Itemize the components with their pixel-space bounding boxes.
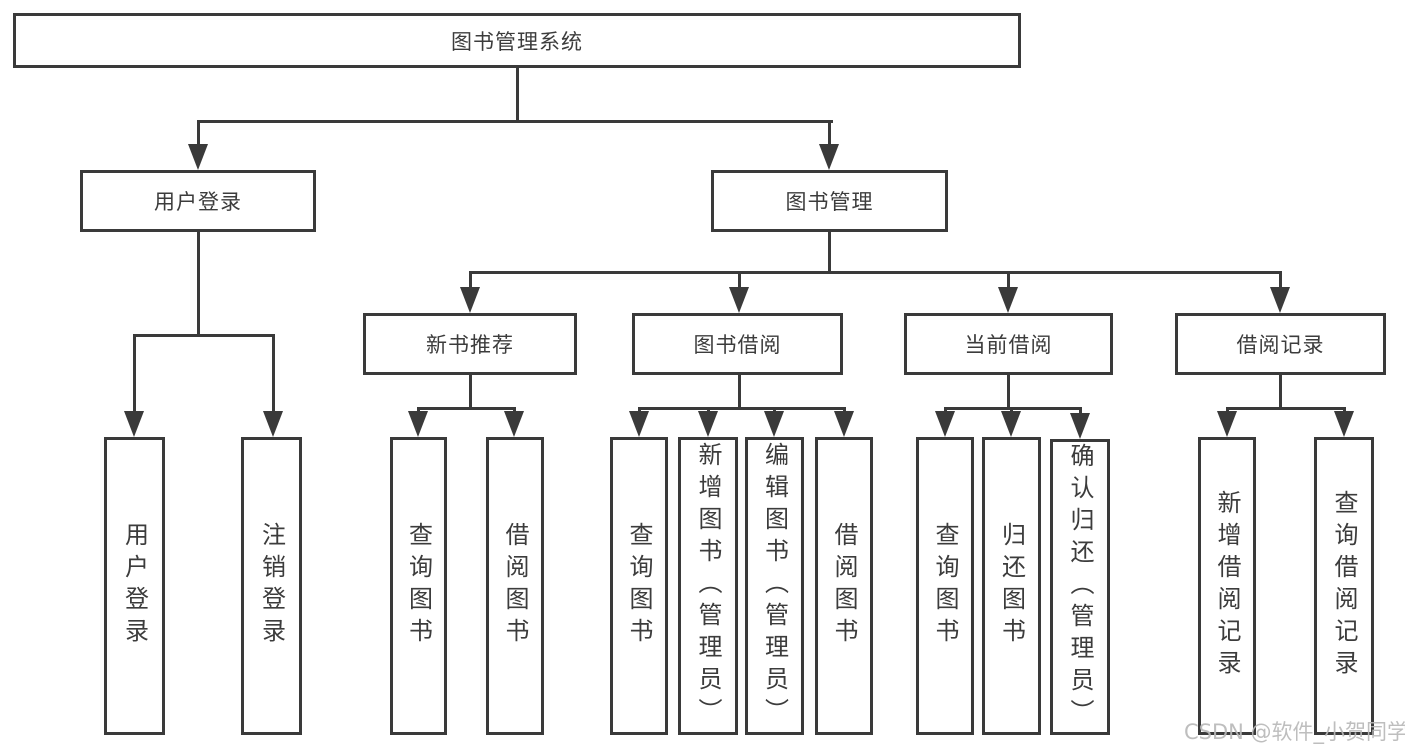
- connector-current-borrowing-rail: [944, 407, 1082, 410]
- leaf-query-books-recommend-label: 查询图书: [404, 522, 433, 650]
- node-leaf-borrow-books-borrowing: 借阅图书: [815, 437, 873, 735]
- connector-to-book-borrowing: [738, 271, 741, 291]
- leaf-add-borrow-record-label: 新增借阅记录: [1213, 490, 1241, 682]
- connector-to-current-borrowing: [1007, 271, 1010, 291]
- node-book-borrowing: 图书借阅: [632, 313, 843, 375]
- arrowhead-leaf-logout-icon: [263, 411, 283, 437]
- leaf-return-books-label: 归还图书: [997, 522, 1026, 650]
- connector-current-borrowing-stem: [1007, 375, 1010, 410]
- connector-to-confirm-return-admin: [1079, 407, 1082, 417]
- leaf-borrow-books-borrowing-label: 借阅图书: [830, 522, 858, 650]
- arrowhead-confirm-return-admin-icon: [1070, 413, 1090, 439]
- node-root: 图书管理系统: [13, 13, 1021, 68]
- node-borrowing-records: 借阅记录: [1175, 313, 1386, 375]
- connector-user-login-rail: [133, 334, 275, 337]
- leaf-confirm-return-admin-label: 确认归还（管理员）: [1066, 443, 1094, 731]
- node-leaf-add-borrow-record: 新增借阅记录: [1198, 437, 1256, 735]
- leaf-query-books-borrowing-label: 查询图书: [625, 522, 653, 650]
- node-leaf-confirm-return-admin: 确认归还（管理员）: [1050, 439, 1110, 735]
- arrowhead-query-borrow-record-icon: [1334, 411, 1354, 437]
- leaf-logout-label: 注销登录: [257, 522, 286, 650]
- node-leaf-add-books-admin: 新增图书（管理员）: [678, 437, 738, 735]
- node-leaf-query-books-current: 查询图书: [916, 437, 974, 735]
- connector-to-leaf-user-login: [133, 334, 136, 416]
- arrowhead-add-books-admin-icon: [698, 411, 718, 437]
- node-leaf-query-books-borrowing: 查询图书: [610, 437, 668, 735]
- node-leaf-user-login: 用户登录: [104, 437, 165, 735]
- node-new-book-recommend: 新书推荐: [363, 313, 577, 375]
- arrowhead-leaf-user-login-icon: [124, 411, 144, 437]
- arrowhead-borrow-books-borrowing-icon: [834, 411, 854, 437]
- arrowhead-book-management-icon: [819, 144, 839, 170]
- arrowhead-query-books-recommend-icon: [408, 411, 428, 437]
- arrowhead-book-borrowing-icon: [729, 287, 749, 313]
- connector-book-management-rail: [469, 271, 1282, 274]
- connector-root-rail: [197, 120, 833, 123]
- leaf-query-books-current-label: 查询图书: [931, 522, 959, 650]
- connector-borrowing-records-rail: [1226, 407, 1345, 410]
- leaf-add-books-admin-label: 新增图书（管理员）: [694, 442, 722, 730]
- node-book-management: 图书管理: [711, 170, 948, 232]
- arrowhead-current-borrowing-icon: [998, 287, 1018, 313]
- connector-new-book-recommend-rail: [417, 407, 516, 410]
- arrowhead-query-books-borrowing-icon: [629, 411, 649, 437]
- connector-book-management-stem: [828, 232, 831, 274]
- arrowhead-user-login-icon: [188, 144, 208, 170]
- arrowhead-borrowing-records-icon: [1270, 287, 1290, 313]
- node-leaf-borrow-books-recommend: 借阅图书: [486, 437, 544, 735]
- connector-new-book-recommend-stem: [469, 375, 472, 410]
- connector-root-stem: [516, 68, 519, 122]
- connector-to-user-login: [197, 120, 200, 148]
- node-leaf-query-borrow-record: 查询借阅记录: [1314, 437, 1374, 735]
- connector-to-book-management: [828, 120, 831, 148]
- leaf-user-login-label: 用户登录: [120, 522, 149, 650]
- csdn-watermark: CSDN @软件_小贺同学: [1184, 720, 1405, 744]
- node-current-borrowing: 当前借阅: [904, 313, 1113, 375]
- arrowhead-borrow-books-recommend-icon: [504, 411, 524, 437]
- node-leaf-edit-books-admin: 编辑图书（管理员）: [745, 437, 804, 735]
- arrowhead-edit-books-admin-icon: [764, 411, 784, 437]
- connector-book-borrowing-stem: [738, 375, 741, 410]
- arrowhead-query-books-current-icon: [935, 411, 955, 437]
- node-user-login: 用户登录: [80, 170, 316, 232]
- leaf-borrow-books-recommend-label: 借阅图书: [501, 522, 529, 650]
- connector-to-leaf-logout: [272, 334, 275, 416]
- connector-borrowing-records-stem: [1279, 375, 1282, 410]
- arrowhead-add-borrow-record-icon: [1217, 411, 1237, 437]
- arrowhead-return-books-icon: [1001, 411, 1021, 437]
- node-leaf-query-books-recommend: 查询图书: [390, 437, 447, 735]
- leaf-edit-books-admin-label: 编辑图书（管理员）: [760, 442, 789, 730]
- connector-to-borrowing-records: [1279, 271, 1282, 291]
- connector-to-new-book-recommend: [469, 271, 472, 291]
- arrowhead-new-book-recommend-icon: [460, 287, 480, 313]
- node-leaf-return-books: 归还图书: [982, 437, 1041, 735]
- connector-book-borrowing-rail: [638, 407, 846, 410]
- leaf-query-borrow-record-label: 查询借阅记录: [1330, 490, 1358, 682]
- connector-user-login-stem: [197, 232, 200, 337]
- node-leaf-logout: 注销登录: [241, 437, 302, 735]
